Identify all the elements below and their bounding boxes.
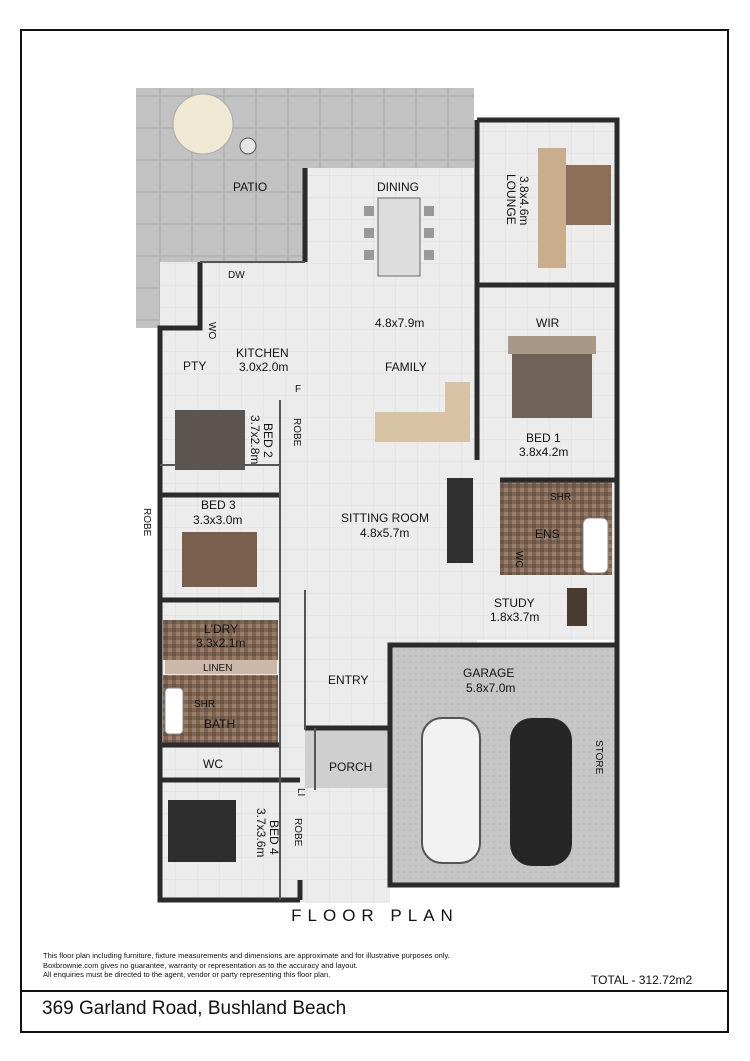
label-fridge: F bbox=[295, 384, 301, 395]
label-bath: BATH bbox=[204, 717, 235, 731]
label-lounge-dim: 3.8x4.6m bbox=[517, 176, 531, 225]
sitting-chairs bbox=[447, 478, 473, 563]
footer-divider bbox=[20, 990, 729, 992]
label-dw: DW bbox=[228, 270, 245, 281]
laundry-tiles bbox=[163, 620, 278, 660]
label-wc-ens: WC bbox=[513, 551, 524, 568]
label-dining-family-dim: 4.8x7.9m bbox=[375, 316, 424, 330]
property-address: 369 Garland Road, Bushland Beach bbox=[42, 998, 347, 1019]
page-frame bbox=[20, 29, 729, 1033]
umbrella bbox=[172, 93, 257, 155]
bed1 bbox=[508, 336, 596, 418]
label-family: FAMILY bbox=[385, 360, 427, 374]
label-lounge: LOUNGE bbox=[504, 174, 518, 225]
label-wc-bath: WC bbox=[203, 757, 223, 771]
label-garage-dim: 5.8x7.0m bbox=[466, 681, 515, 695]
label-dining: DINING bbox=[377, 180, 419, 194]
label-ldry-dim: 3.3x2.1m bbox=[196, 636, 245, 650]
room-labels: PATIO DINING 4.8x7.9m LOUNGE 3.8x4.6m DW… bbox=[141, 174, 604, 857]
label-bed1: BED 1 bbox=[526, 431, 561, 445]
label-sitting-dim: 4.8x5.7m bbox=[360, 526, 409, 540]
label-wo-kitchen: WO bbox=[206, 322, 217, 339]
label-bed2: BED 2 bbox=[261, 423, 275, 458]
label-study: STUDY bbox=[494, 596, 535, 610]
label-store: STORE bbox=[593, 740, 604, 775]
study-desk bbox=[567, 588, 587, 626]
label-robe-bed2: ROBE bbox=[291, 418, 302, 447]
family-sofa bbox=[375, 382, 470, 442]
bed4 bbox=[168, 800, 236, 862]
label-ens: ENS bbox=[535, 527, 560, 541]
dining-table bbox=[364, 197, 434, 277]
label-kitchen-dim: 3.0x2.0m bbox=[239, 360, 288, 374]
bath-tub bbox=[164, 517, 609, 735]
label-robe-bed3: ROBE bbox=[141, 508, 152, 537]
label-li: LI bbox=[295, 788, 306, 796]
label-study-dim: 1.8x3.7m bbox=[490, 610, 539, 624]
label-bed3: BED 3 bbox=[201, 498, 236, 512]
lounge-sofa bbox=[538, 148, 611, 268]
label-porch: PORCH bbox=[329, 760, 372, 774]
label-bed4-dim: 3.7x3.6m bbox=[254, 808, 268, 857]
label-shr-ens: SHR bbox=[550, 492, 571, 503]
disclaimer-line: This floor plan including furniture, fix… bbox=[43, 951, 450, 960]
label-garage: GARAGE bbox=[463, 666, 514, 680]
disclaimer: This floor plan including furniture, fix… bbox=[43, 951, 563, 980]
label-pty: PTY bbox=[183, 359, 206, 373]
label-sitting: SITTING ROOM bbox=[341, 511, 429, 525]
label-patio: PATIO bbox=[233, 180, 267, 194]
label-ldry: L'DRY bbox=[204, 622, 238, 636]
label-bed4: BED 4 bbox=[267, 820, 281, 855]
label-entry: ENTRY bbox=[328, 673, 368, 687]
walls bbox=[157, 117, 620, 903]
label-shr-bath: SHR bbox=[194, 699, 215, 710]
bed3 bbox=[182, 532, 257, 587]
label-bed3-dim: 3.3x3.0m bbox=[193, 513, 242, 527]
label-linen: LINEN bbox=[203, 663, 232, 674]
bed2 bbox=[175, 410, 245, 470]
label-wir: WIR bbox=[536, 316, 560, 330]
label-bed1-dim: 3.8x4.2m bbox=[519, 445, 568, 459]
label-bed2-dim: 3.7x2.8m bbox=[248, 415, 262, 464]
total-area: TOTAL - 312.72m2 bbox=[591, 973, 693, 987]
linen-shelf bbox=[165, 660, 277, 674]
label-robe-bed4: ROBE bbox=[292, 818, 303, 847]
disclaimer-line: All enquiries must be directed to the ag… bbox=[43, 970, 331, 979]
disclaimer-line: Boxbrownie.com gives no guarantee, warra… bbox=[43, 960, 358, 970]
plan-title: FLOOR PLAN bbox=[291, 906, 459, 925]
cars bbox=[421, 717, 572, 866]
label-kitchen: KITCHEN bbox=[236, 346, 289, 360]
